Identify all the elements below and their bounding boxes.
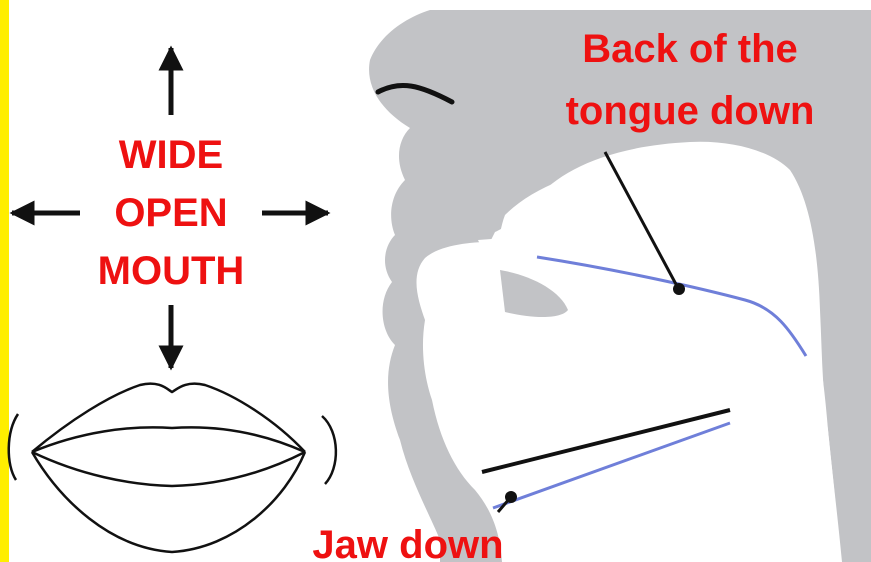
tongue-label-line-1: Back of the [582, 27, 798, 71]
lower-lip [500, 270, 568, 317]
lower-lip-outline [32, 452, 305, 552]
jaw-line-closed [482, 410, 730, 472]
accent-bar [0, 0, 9, 562]
lips-illustration [9, 384, 336, 552]
instruction-line-1: WIDE [119, 133, 223, 177]
jaw-line-open [493, 423, 730, 508]
jaw-label: Jaw down [312, 523, 503, 562]
upper-lip-inner [32, 427, 305, 452]
lower-lip-inner [32, 452, 305, 486]
upper-lip-outline [32, 384, 305, 452]
right-cheek-mark [322, 416, 336, 484]
lower-teeth [486, 272, 500, 345]
instruction-line-2: OPEN [114, 191, 227, 235]
tongue-line [537, 257, 806, 356]
left-cheek-mark [9, 414, 18, 480]
tongue-pointer-dot [673, 283, 685, 295]
instruction-line-3: MOUTH [98, 249, 245, 293]
jaw-pointer-dot [505, 491, 517, 503]
tongue-label-line-2: tongue down [566, 89, 815, 133]
